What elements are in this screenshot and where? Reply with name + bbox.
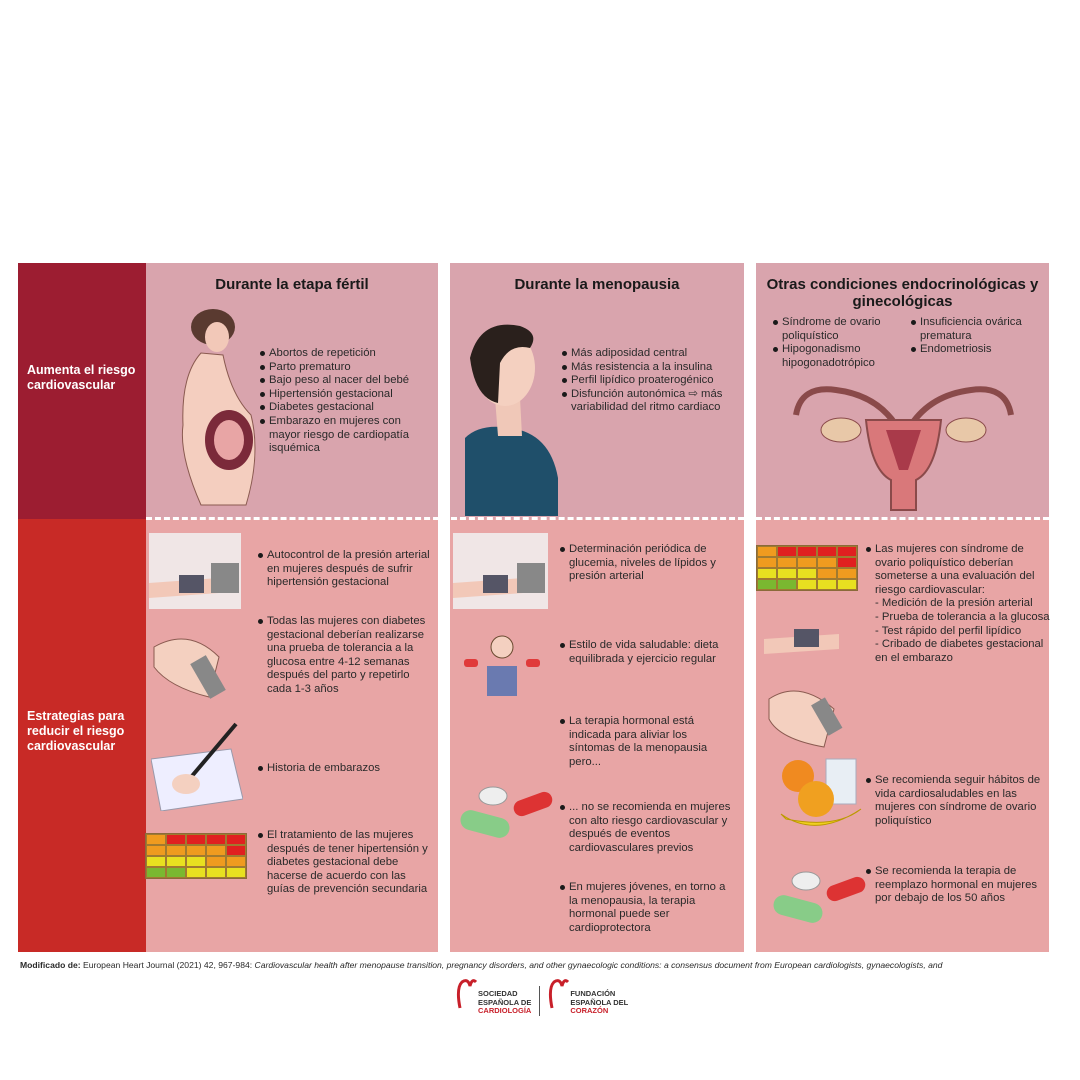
strategy-item: Se recomienda la terapia de reemplazo ho…	[866, 865, 1046, 906]
pills-illustration	[460, 786, 553, 838]
strategy-subitem: - Test rápido del perfil lipídico	[875, 624, 1022, 637]
risk-item: Insuficiencia ovárica prematura	[911, 316, 1046, 343]
arrow-right-icon: ⇨	[685, 387, 702, 400]
strategy-subitem: - Medición de la presión arterial	[875, 597, 1033, 610]
risk-item: Embarazo en mujeres con mayor riesgo de …	[260, 415, 430, 456]
other-conditions-strategies-panel: Las mujeres con síndrome de ovario poliq…	[756, 519, 1051, 952]
risk-increase-label: Aumenta el riesgo cardiovascular	[27, 363, 136, 392]
column-title-fertile: Durante la etapa fértil	[215, 276, 369, 293]
risk-item: Bajo peso al nacer del bebé	[260, 374, 430, 388]
risk-item: Hipertensión gestacional	[260, 388, 430, 402]
risk-item: Abortos de repetición	[260, 347, 430, 361]
fertile-strategies-panel: Autocontrol de la presión arterial en mu…	[145, 519, 438, 952]
strategy-item: Estilo de vida saludable: dieta equilibr…	[560, 639, 740, 666]
strategy-item: En mujeres jóvenes, en torno a la menopa…	[560, 881, 735, 935]
fertile-risk-list: Abortos de repetición Parto prematuro Ba…	[260, 347, 430, 456]
strategy-item: Todas las mujeres con diabetes gestacion…	[258, 615, 436, 697]
blood-pressure-monitor-illustration	[149, 533, 241, 609]
risk-item: Parto prematuro	[260, 361, 430, 375]
risk-item: Perfil lipídico proaterogénico	[562, 374, 742, 388]
menopause-risk-list: Más adiposidad central Más resistencia a…	[562, 347, 742, 415]
menopause-risks-panel: Durante la menopausia Más adiposidad cen…	[450, 263, 744, 519]
risk-item: Síndrome de ovario poliquístico	[773, 316, 908, 343]
risk-item: Endometriosis	[911, 343, 1046, 357]
fertile-risks-panel: Durante la etapa fértil Abortos de repet…	[146, 263, 438, 519]
risk-item: Más adiposidad central	[562, 347, 742, 361]
risk-increase-label-panel: Aumenta el riesgo cardiovascular	[18, 263, 146, 519]
other-risk-list-right: Insuficiencia ovárica prematura Endometr…	[911, 316, 1046, 357]
column-title-menopause: Durante la menopausia	[514, 276, 680, 293]
blood-pressure-monitor-illustration	[453, 533, 548, 609]
uterus-illustration	[793, 386, 1014, 511]
pregnant-woman-illustration	[181, 309, 256, 506]
heart-logo-icon	[456, 979, 478, 1009]
strategies-label: Estrategias para reducir el riesgo cardi…	[27, 709, 125, 753]
glucose-test-illustration	[153, 638, 226, 699]
source-citation: Modificado de: European Heart Journal (2…	[20, 960, 943, 970]
other-risk-list-left: Síndrome de ovario poliquístico Hipogona…	[773, 316, 908, 370]
strategy-item: Las mujeres con síndrome de ovario poliq…	[866, 543, 1051, 597]
logo-divider	[539, 985, 541, 1016]
other-conditions-risks-panel: Otras condiciones endocrinológicas y gin…	[756, 263, 1049, 519]
strategy-item: Determinación periódica de glucemia, niv…	[560, 543, 740, 584]
risk-item: Más resistencia a la insulina	[562, 361, 742, 375]
risk-matrix-chart	[145, 833, 247, 879]
strategy-item: Se recomienda seguir hábitos de vida car…	[866, 774, 1051, 828]
exercise-woman-illustration	[464, 635, 540, 696]
risk-matrix-chart	[756, 545, 858, 591]
menopausal-woman-illustration	[465, 324, 558, 516]
heart-logo-icon	[549, 979, 570, 1009]
strategy-subitem: - Cribado de diabetes gestacional en el …	[875, 638, 1044, 664]
healthy-food-illustration	[780, 758, 862, 826]
pills-illustration	[773, 871, 866, 923]
strategy-item: Autocontrol de la presión arterial en mu…	[258, 549, 433, 590]
strategies-label-panel: Estrategias para reducir el riesgo cardi…	[18, 519, 146, 952]
risk-item: Hipogonadismo hipogonadotrópico	[773, 343, 908, 370]
strategy-item: El tratamiento de las mujeres después de…	[258, 829, 436, 897]
blood-pressure-and-glucose-illustration	[764, 629, 843, 748]
risk-item: Diabetes gestacional	[260, 401, 430, 415]
strategy-item: Historia de embarazos	[258, 762, 433, 776]
strategy-item: La terapia hormonal está indicada para a…	[560, 715, 735, 769]
risk-item: Disfunción autonómica ⇨ más variabilidad…	[562, 388, 742, 415]
column-title-other: Otras condiciones endocrinológicas y gin…	[766, 276, 1039, 310]
menopause-strategies-panel: Determinación periódica de glucemia, niv…	[450, 519, 744, 952]
strategy-subitem: - Prueba de tolerancia a la glucosa	[875, 610, 1050, 623]
strategy-item: ... no se recomienda en mujeres con alto…	[560, 801, 740, 855]
pregnancy-history-writing-illustration	[151, 722, 243, 811]
section-divider	[146, 517, 1049, 520]
